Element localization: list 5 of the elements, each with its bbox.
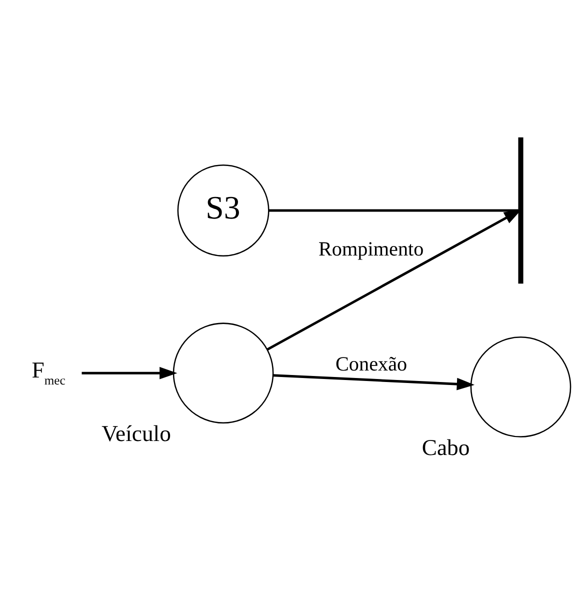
edge-label: Conexão [335,353,408,376]
node-label: Cabo [422,434,470,460]
node-label: Veículo [102,421,171,446]
edge-label: Rompimento [318,238,424,261]
node-text: F$_{mec}$ [32,357,66,388]
